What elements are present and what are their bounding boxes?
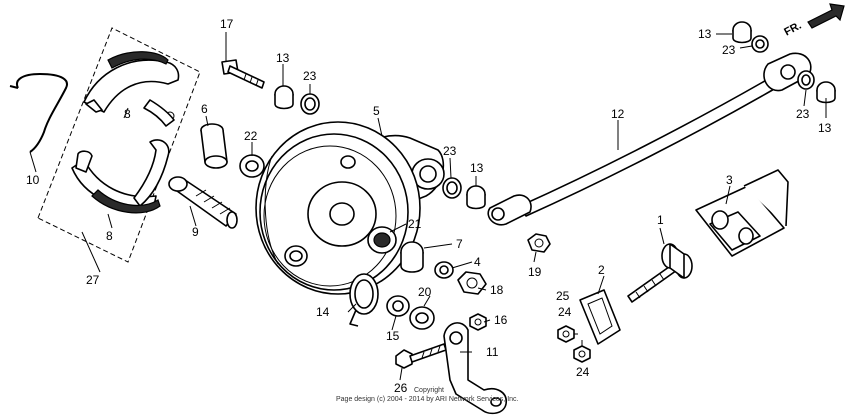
nut-18: [457, 271, 487, 295]
pivot-bolt-17: [221, 59, 265, 89]
collar-13-mid: [466, 185, 486, 210]
bracket-plate-3: [695, 169, 789, 257]
copyright-line-2: Page design (c) 2004 - 2014 by ARI Netwo…: [336, 396, 519, 403]
collar-13-top: [274, 85, 294, 110]
collar-7: [400, 241, 424, 273]
brake-arm-11: [443, 322, 507, 415]
o-ring-23-right: [797, 70, 815, 90]
callout-13-top: 13: [276, 51, 290, 65]
callout-25: 25: [556, 289, 570, 303]
callout-leader-lines: [29, 32, 827, 381]
callout-8-lower: 8: [106, 229, 113, 243]
o-ring-23-top-right: [751, 35, 769, 53]
brake-shoe-spring: [9, 73, 68, 153]
collar-13-top-right: [732, 21, 752, 44]
callout-2: 2: [598, 263, 605, 277]
copyright-line-1: Copyright: [414, 387, 444, 394]
o-ring-23-top: [300, 93, 320, 115]
washer-15: [386, 295, 410, 317]
nut-19: [527, 233, 551, 253]
callout-13-mid: 13: [470, 161, 484, 175]
oil-seal-21: [367, 226, 397, 254]
callout-23-top: 23: [303, 69, 317, 83]
callout-1: 1: [657, 213, 664, 227]
callout-23-right: 23: [796, 107, 810, 121]
callout-5: 5: [373, 104, 380, 118]
bolt-1: [627, 243, 693, 303]
callout-4: 4: [474, 255, 481, 269]
callout-12: 12: [611, 107, 625, 121]
callout-26: 26: [394, 381, 408, 395]
callout-10: 10: [26, 173, 40, 187]
callout-13-top-right: 13: [698, 27, 712, 41]
brake-rod-12: [487, 52, 812, 226]
callout-8-upper: 8: [124, 107, 131, 121]
brake-shoe-lower: [71, 139, 170, 214]
callout-6: 6: [201, 102, 208, 116]
callout-21: 21: [408, 217, 422, 231]
bolt-26: [395, 343, 447, 369]
callout-3: 3: [726, 173, 733, 187]
brake-shoe-kit-outline: [37, 27, 201, 263]
o-ring-23-mid: [442, 177, 462, 199]
callout-27: 27: [86, 273, 100, 287]
nut-16: [469, 313, 487, 331]
callout-24-left: 24: [558, 305, 572, 319]
direction-label: FR.: [782, 20, 803, 39]
callout-13-right: 13: [818, 121, 832, 135]
brake-cam: [168, 176, 238, 229]
callout-23-mid: 23: [443, 144, 457, 158]
callout-7: 7: [456, 237, 463, 251]
washer-20: [409, 306, 435, 330]
callout-14: 14: [316, 305, 330, 319]
callout-18: 18: [490, 283, 504, 297]
nut-24-left: [557, 325, 575, 343]
callout-22: 22: [244, 129, 258, 143]
callout-23-top-right: 23: [722, 43, 736, 57]
front-direction-arrow-icon: [807, 3, 845, 29]
callout-16: 16: [494, 313, 508, 327]
callout-9: 9: [192, 225, 199, 239]
callout-19: 19: [528, 265, 542, 279]
callout-20: 20: [418, 285, 432, 299]
brake-panel: [255, 121, 445, 295]
brake-shoe-upper: [83, 51, 180, 127]
lock-plate-2: [579, 289, 621, 345]
callout-labels: 17 13 23 6 22 5 23 13 12 8 8 10 9 27 21 …: [26, 17, 832, 395]
callout-15: 15: [386, 329, 400, 343]
nut-24-right: [573, 345, 591, 363]
felt-seal-22: [239, 154, 265, 178]
callout-11: 11: [486, 345, 499, 359]
copyright-footer: Copyright Page design (c) 2004 - 2014 by…: [336, 387, 519, 403]
cam-bushing: [200, 123, 228, 169]
washer-4: [434, 261, 454, 279]
callout-24-right: 24: [576, 365, 590, 379]
return-spring-14: [349, 273, 379, 327]
callout-17: 17: [220, 17, 234, 31]
